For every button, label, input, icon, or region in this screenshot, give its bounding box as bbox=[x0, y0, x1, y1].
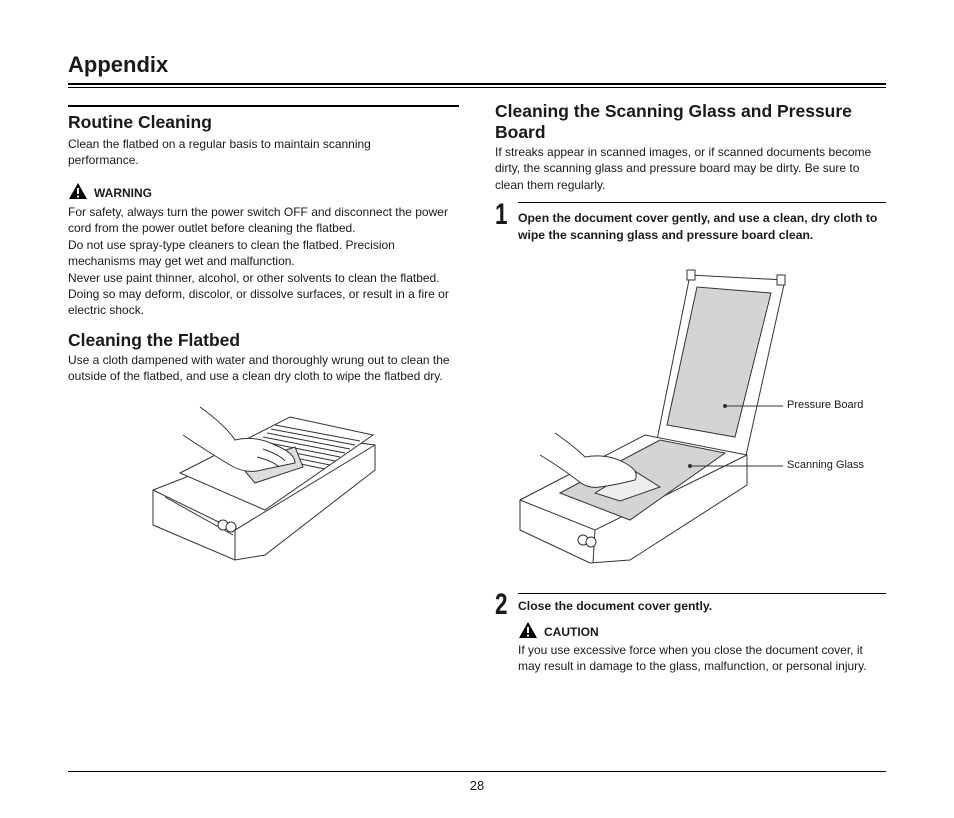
warning-paragraph: Never use paint thinner, alcohol, or oth… bbox=[68, 270, 449, 318]
step-2-rule bbox=[518, 593, 886, 594]
warning-triangle-icon bbox=[68, 182, 88, 203]
warning-paragraph: Do not use spray-type cleaners to clean … bbox=[68, 237, 395, 269]
cleaning-flatbed-heading: Cleaning the Flatbed bbox=[68, 330, 241, 350]
warning-text: For safety, always turn the power switch… bbox=[68, 204, 460, 319]
footer-rule bbox=[68, 771, 886, 772]
caution-header: CAUTION bbox=[518, 621, 599, 642]
routine-cleaning-intro: Clean the flatbed on a regular basis to … bbox=[68, 137, 371, 168]
step-1-text: Open the document cover gently, and use … bbox=[518, 211, 878, 242]
flatbed-cleaning-illustration bbox=[152, 406, 376, 561]
cleaning-glass-body: If streaks appear in scanned images, or … bbox=[495, 145, 872, 192]
warning-label: WARNING bbox=[94, 185, 152, 200]
page-number: 28 bbox=[469, 778, 485, 793]
caution-triangle-icon bbox=[518, 621, 538, 642]
warning-paragraph: For safety, always turn the power switch… bbox=[68, 205, 448, 236]
warning-header: WARNING bbox=[68, 182, 152, 203]
section-rule bbox=[68, 105, 459, 107]
title-rule bbox=[68, 83, 886, 88]
step-1-number: 1 bbox=[495, 198, 508, 231]
open-scanner-illustration bbox=[519, 269, 786, 564]
scanning-glass-label: Scanning Glass bbox=[787, 459, 865, 471]
step-2-text: Close the document cover gently. bbox=[518, 599, 713, 613]
caution-text: If you use excessive force when you clos… bbox=[518, 643, 867, 674]
step-1-rule bbox=[518, 202, 886, 203]
routine-cleaning-heading: Routine Cleaning bbox=[68, 112, 212, 132]
caution-label: CAUTION bbox=[544, 624, 599, 639]
step-2-number: 2 bbox=[495, 588, 508, 621]
cleaning-flatbed-body: Use a cloth dampened with water and thor… bbox=[68, 353, 450, 384]
page-title: Appendix bbox=[68, 52, 169, 77]
cleaning-glass-heading: Cleaning the Scanning Glass and Pressure… bbox=[495, 101, 852, 142]
pressure-board-label: Pressure Board bbox=[787, 399, 864, 411]
